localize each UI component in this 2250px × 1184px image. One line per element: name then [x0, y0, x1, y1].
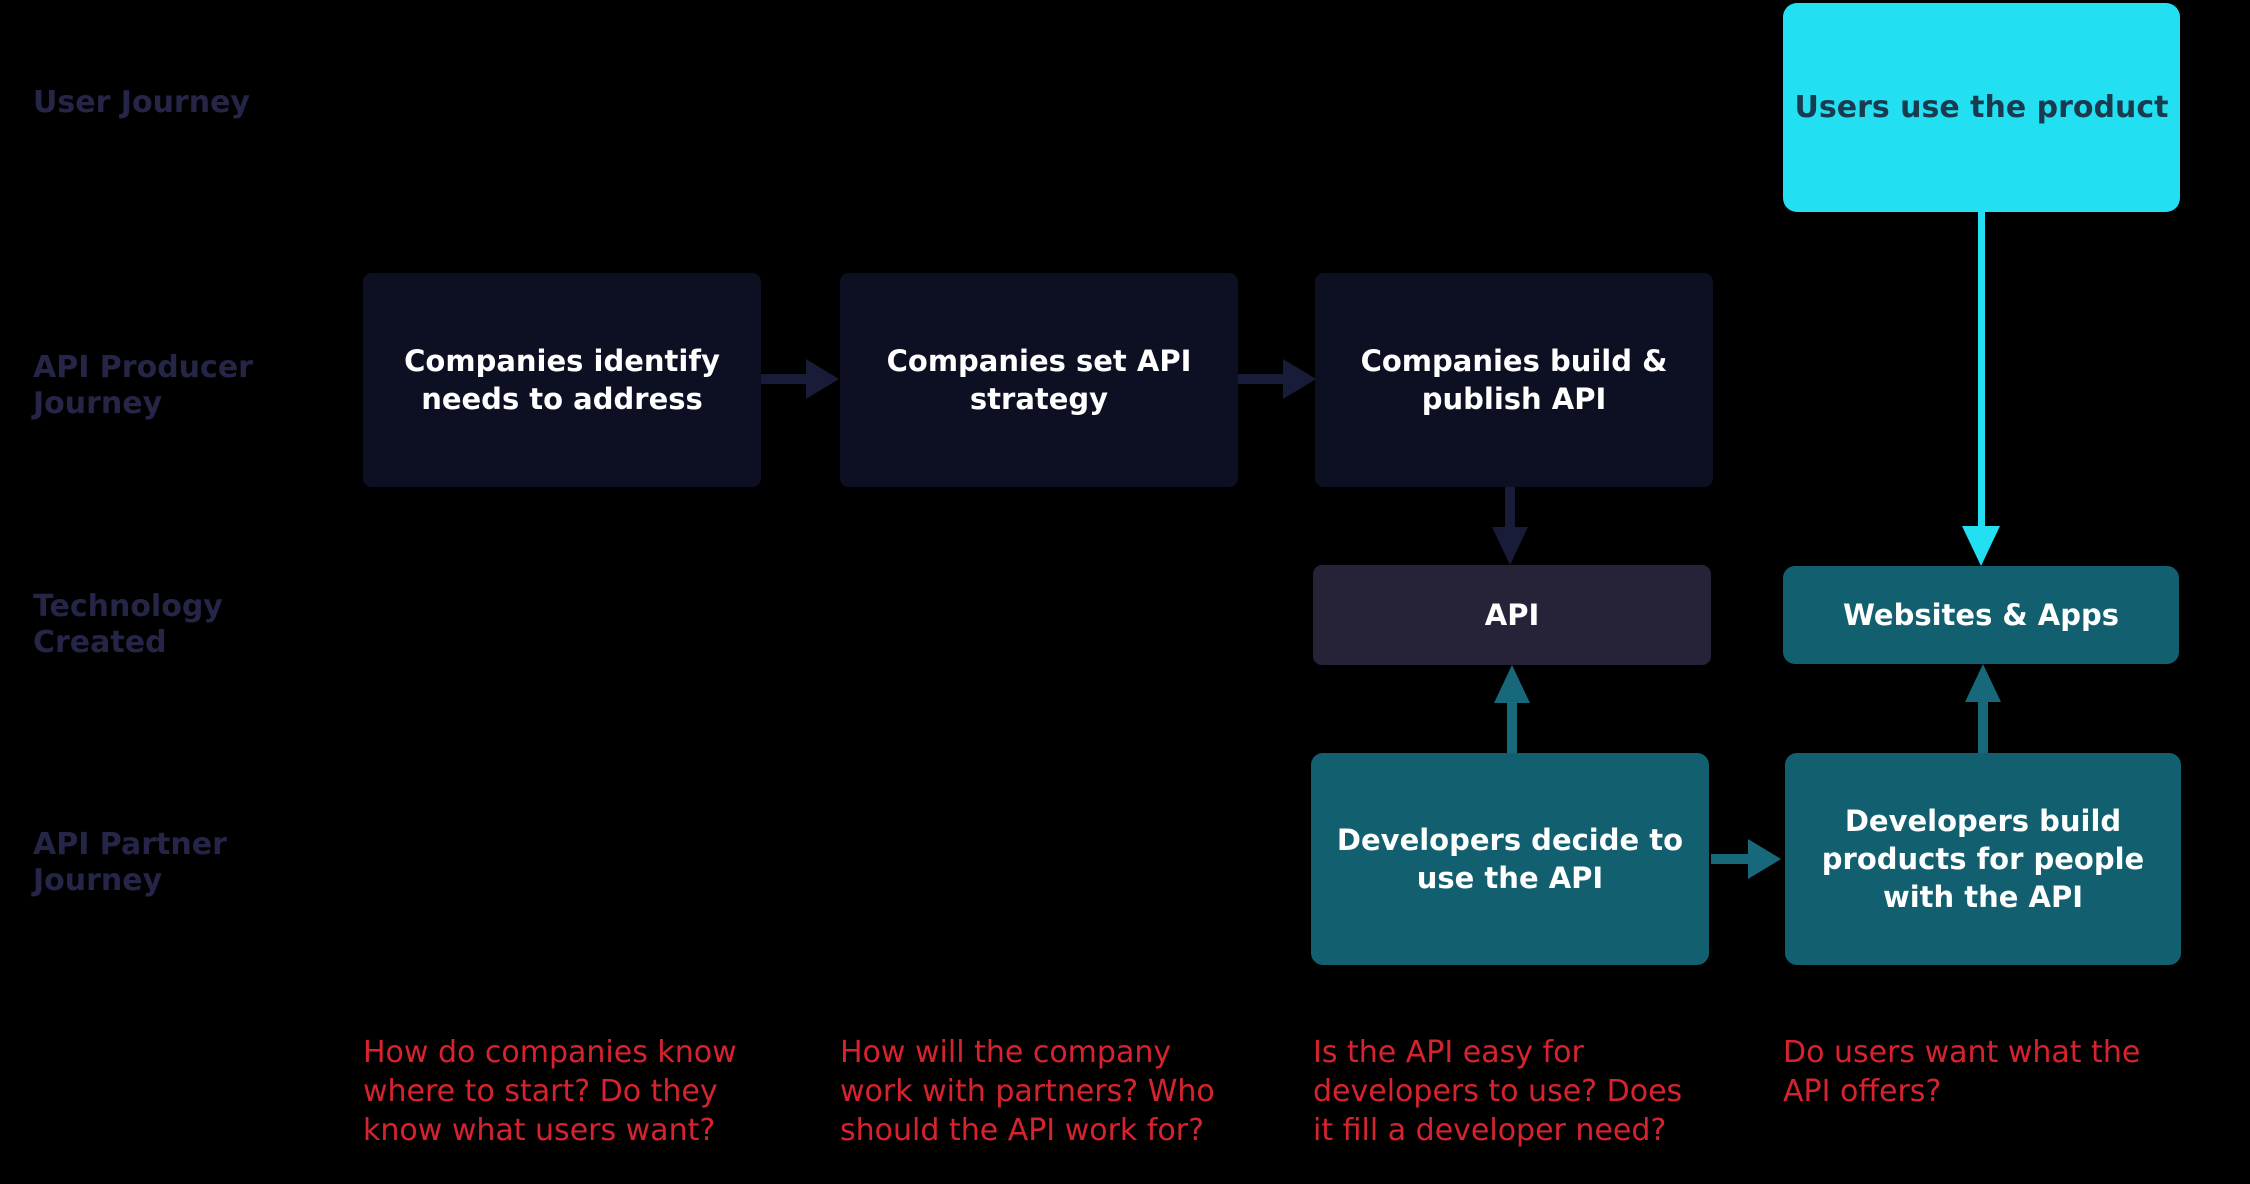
lane-label-api-partner-journey: API Partner Journey [33, 827, 227, 898]
node-api: API [1313, 565, 1711, 665]
arrow-right-icon-decide-to-build-products [1711, 839, 1781, 879]
question-companies-know-where-to-start: How do companies know where to start? Do… [363, 1035, 737, 1148]
arrow-head-down [1492, 527, 1528, 565]
arrow-shaft [1505, 487, 1515, 529]
arrow-head-up [1494, 665, 1530, 703]
lane-label-user-journey: User Journey [33, 85, 250, 120]
arrow-up-icon-build-products-to-websites [1965, 664, 2001, 753]
arrow-shaft [1711, 854, 1751, 864]
arrow-shaft [1507, 701, 1517, 753]
arrow-down-icon-users-to-websites [1962, 212, 2000, 566]
question-users-want-what-api-offers: Do users want what the API offers? [1783, 1035, 2141, 1109]
node-companies-identify-needs: Companies identify needs to address [363, 273, 761, 487]
lane-label-api-producer-journey: API Producer Journey [33, 350, 253, 421]
arrow-head-down [1962, 526, 2000, 566]
arrow-shaft [1238, 374, 1286, 384]
node-companies-set-api-strategy: Companies set API strategy [840, 273, 1238, 487]
arrow-head-right [1283, 359, 1316, 399]
arrow-up-icon-decide-to-api [1494, 665, 1530, 753]
node-developers-decide-use-api: Developers decide to use the API [1311, 753, 1709, 965]
lane-label-technology-created: Technology Created [33, 589, 223, 660]
question-company-work-with-partners: How will the company work with partners?… [840, 1035, 1215, 1148]
arrow-head-up [1965, 664, 2001, 702]
arrow-shaft [1978, 700, 1988, 753]
arrow-down-icon-build-to-api [1492, 487, 1528, 565]
arrow-head-right [806, 359, 839, 399]
node-websites-and-apps: Websites & Apps [1783, 566, 2179, 664]
node-companies-build-publish-api: Companies build & publish API [1315, 273, 1713, 487]
question-api-easy-for-developers: Is the API easy for developers to use? D… [1313, 1035, 1683, 1148]
arrow-right-icon-identify-to-strategy [761, 359, 839, 399]
node-users-use-product: Users use the product [1783, 3, 2180, 212]
arrow-head-right [1748, 839, 1781, 879]
node-developers-build-products: Developers build products for people wit… [1785, 753, 2181, 965]
arrow-right-icon-strategy-to-build [1238, 359, 1316, 399]
arrow-shaft [761, 374, 809, 384]
arrow-shaft [1978, 212, 1985, 528]
